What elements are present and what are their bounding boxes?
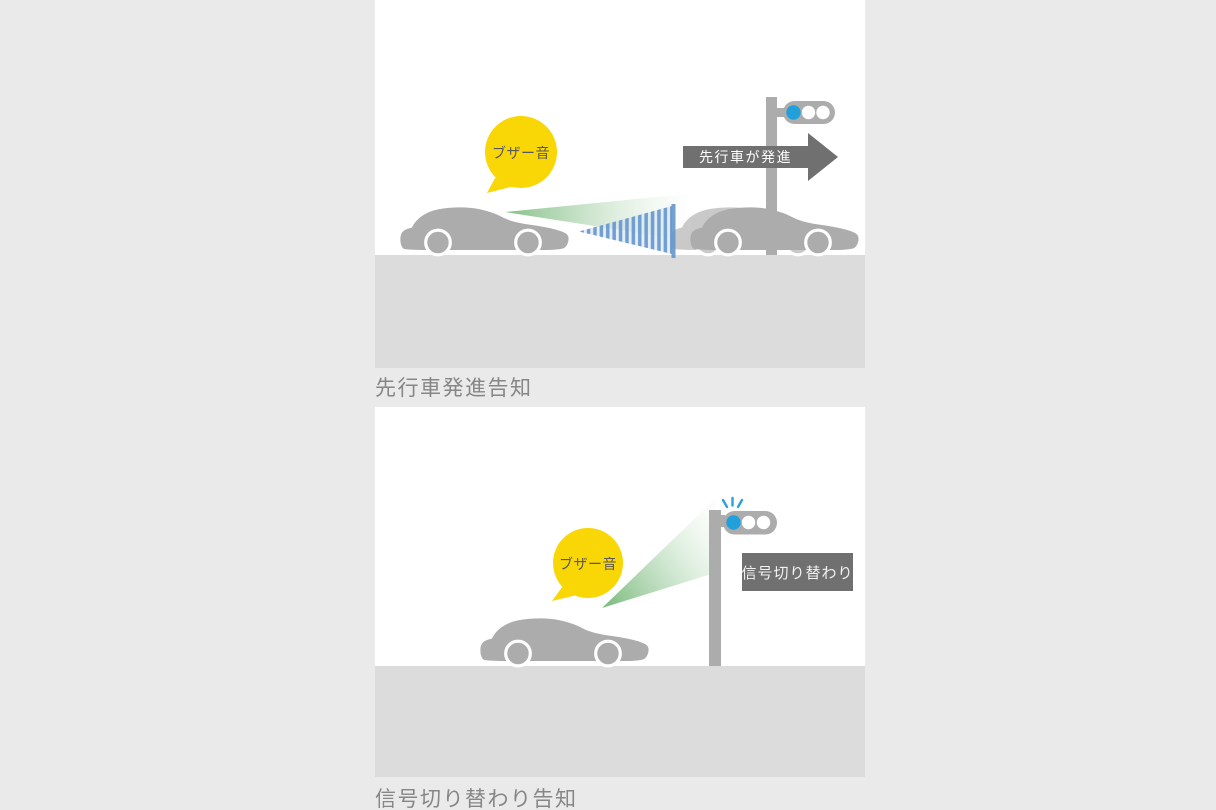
traffic-light-off-lamp-icon (801, 105, 816, 120)
signal-change-label: 信号切り替わり (742, 553, 853, 591)
road (375, 666, 865, 777)
buzzer-bubble-text: ブザー音 (492, 145, 550, 161)
caption-signal-change: 信号切り替わり告知 (375, 788, 578, 810)
signal-pole (709, 510, 721, 666)
buzzer-bubble-text: ブザー音 (559, 556, 617, 572)
leading-vehicle-start-illustration (375, 97, 865, 368)
signal-change-illustration (375, 496, 865, 777)
traffic-light-blue-lamp-icon (726, 515, 741, 530)
buzzer-speech-bubble (553, 528, 623, 598)
leading-car-starts-arrow-text: 先行車が発進 (699, 149, 792, 165)
flashing-rays-icon (721, 496, 744, 509)
panel-leading-vehicle-start: ブザー音 先行車が発進 (375, 0, 865, 368)
traffic-light-off-lamp-icon (756, 515, 771, 530)
signal-pole (766, 97, 777, 255)
radar-stripe-end (671, 204, 676, 258)
traffic-light-off-lamp-icon (741, 515, 756, 530)
caption-leading-vehicle-start: 先行車発進告知 (375, 377, 533, 400)
buzzer-speech-bubble (485, 116, 557, 188)
speech-bubble-tail (552, 586, 585, 601)
signal-arm (719, 515, 725, 527)
own-car-icon (478, 616, 651, 668)
road (375, 255, 865, 368)
leading-car-icon (688, 205, 861, 257)
figure-column: ブザー音 先行車が発進 先行車発進告知 (375, 0, 865, 810)
speech-bubble-tail (487, 178, 518, 193)
traffic-light-off-lamp-icon (816, 105, 830, 120)
panel-signal-change: ブザー音 信号切り替わり (375, 407, 865, 777)
radar-stripes-icon (579, 206, 672, 254)
forward-arrow-icon (683, 133, 838, 181)
detection-beam-icon (602, 499, 721, 608)
traffic-light-blue-lamp-icon (786, 105, 801, 120)
signal-arm (774, 108, 785, 117)
